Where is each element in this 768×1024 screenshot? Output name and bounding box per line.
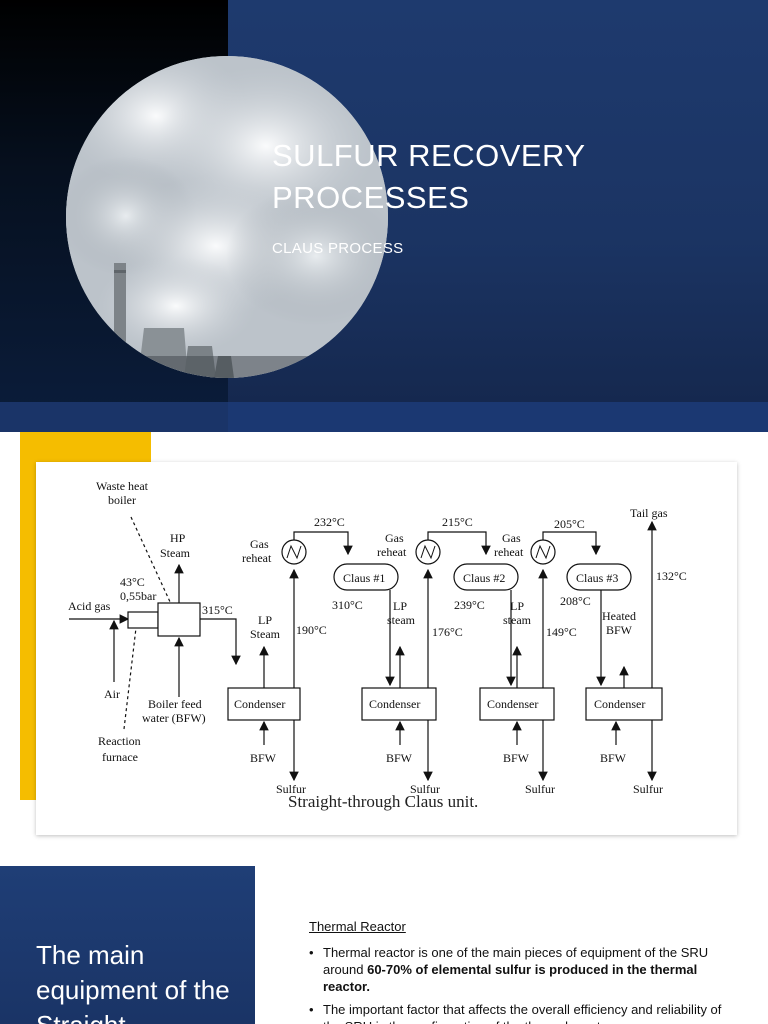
- label-steam-3: steam: [503, 613, 532, 627]
- label-bfw-4: BFW: [600, 751, 627, 765]
- label-heated-bfw: BFW: [606, 623, 633, 637]
- label-temp-215: 215°C: [442, 515, 473, 529]
- accent-bar-left: [20, 432, 36, 800]
- label-lp-2: LP: [393, 599, 407, 613]
- title-line-1: SULFUR RECOVERY: [272, 138, 586, 173]
- label-temp-176: 176°C: [432, 625, 463, 639]
- condenser-3: Condenser: [487, 697, 538, 711]
- label-acid-gas: Acid gas: [68, 599, 111, 613]
- title-line-2: PROCESSES: [272, 180, 470, 215]
- label-temp-310: 310°C: [332, 598, 363, 612]
- label-temp-315: 315°C: [202, 603, 233, 617]
- claus-process-diagram: Waste heat boiler HP Steam 43°C 0,55bar …: [36, 462, 737, 835]
- label-waste-heat: Waste heat: [96, 479, 149, 493]
- label-sulfur-1: Sulfur: [276, 782, 306, 796]
- bullet-item: Thermal reactor is one of the main piece…: [309, 944, 729, 995]
- condenser-2: Condenser: [369, 697, 420, 711]
- burner: [127, 611, 159, 629]
- bullet-text: Thermal reactor is one of the main piece…: [323, 945, 709, 977]
- label-steam-2: steam: [387, 613, 416, 627]
- label-bfw-1: BFW: [250, 751, 277, 765]
- claus-reactor-1: Claus #1: [343, 571, 385, 585]
- label-hp: HP: [170, 531, 186, 545]
- label-temp-43: 43°C: [120, 575, 145, 589]
- label-furnace: furnace: [102, 750, 138, 764]
- label-temp-190: 190°C: [296, 623, 327, 637]
- bullet-item: The important factor that affects the ov…: [309, 1001, 729, 1024]
- label-bfw-feed: water (BFW): [142, 711, 206, 725]
- bullet-list: Thermal reactor is one of the main piece…: [309, 944, 729, 1024]
- label-air: Air: [104, 687, 120, 701]
- bullet-text: The important factor that affects the ov…: [323, 1002, 722, 1024]
- label-gas-reheat-3b: reheat: [494, 545, 524, 559]
- label-pressure: 0,55bar: [120, 589, 156, 603]
- slide-heading: The main equipment of the Straight: [36, 940, 230, 1024]
- label-steam: Steam: [160, 546, 191, 560]
- equipment-slide: The main equipment of the Straight Therm…: [0, 866, 768, 1024]
- condenser-4: Condenser: [594, 697, 645, 711]
- label-gas-reheat-3a: Gas: [502, 531, 521, 545]
- condenser-1: Condenser: [234, 697, 285, 711]
- label-boiler: boiler: [108, 493, 136, 507]
- label-sulfur-2: Sulfur: [410, 782, 440, 796]
- label-temp-132: 132°C: [656, 569, 687, 583]
- label-boiler-feed: Boiler feed: [148, 697, 202, 711]
- waste-heat-boiler-box: [157, 602, 201, 637]
- label-lp-3: LP: [510, 599, 524, 613]
- label-gas-reheat-1b: reheat: [242, 551, 272, 565]
- claus-reactor-3: Claus #3: [576, 571, 618, 585]
- accent-bar-top: [20, 432, 151, 462]
- label-heated: Heated: [602, 609, 636, 623]
- bottom-band-left: [0, 402, 228, 432]
- title-slide: SULFUR RECOVERY PROCESSES CLAUS PROCESS: [0, 0, 768, 432]
- label-gas-reheat-2a: Gas: [385, 531, 404, 545]
- label-gas-reheat-2b: reheat: [377, 545, 407, 559]
- label-reaction: Reaction: [98, 734, 141, 748]
- label-lp-1: LP: [258, 613, 272, 627]
- label-bfw-3: BFW: [503, 751, 530, 765]
- section-title: Thermal Reactor: [309, 919, 406, 934]
- label-temp-232: 232°C: [314, 515, 345, 529]
- slide-subtitle: CLAUS PROCESS: [272, 240, 404, 257]
- label-temp-208: 208°C: [560, 594, 591, 608]
- label-gas-reheat-1a: Gas: [250, 537, 269, 551]
- label-tail-gas: Tail gas: [630, 506, 668, 520]
- figure-caption: Straight-through Claus unit.: [288, 792, 479, 811]
- label-temp-239: 239°C: [454, 598, 485, 612]
- heading-panel: [0, 866, 255, 1024]
- process-flow-svg: Waste heat boiler HP Steam 43°C 0,55bar …: [68, 479, 687, 796]
- label-temp-149: 149°C: [546, 625, 577, 639]
- label-bfw-2: BFW: [386, 751, 413, 765]
- claus-reactor-2: Claus #2: [463, 571, 505, 585]
- diagram-slide: Waste heat boiler HP Steam 43°C 0,55bar …: [0, 432, 768, 866]
- label-sulfur-3: Sulfur: [525, 782, 555, 796]
- label-sulfur-4: Sulfur: [633, 782, 663, 796]
- slide-title: SULFUR RECOVERY PROCESSES: [272, 135, 742, 219]
- label-temp-205: 205°C: [554, 517, 585, 531]
- label-steam-1: Steam: [250, 627, 281, 641]
- bullet-emphasis: 60-70% of elemental sulfur is produced i…: [323, 962, 698, 994]
